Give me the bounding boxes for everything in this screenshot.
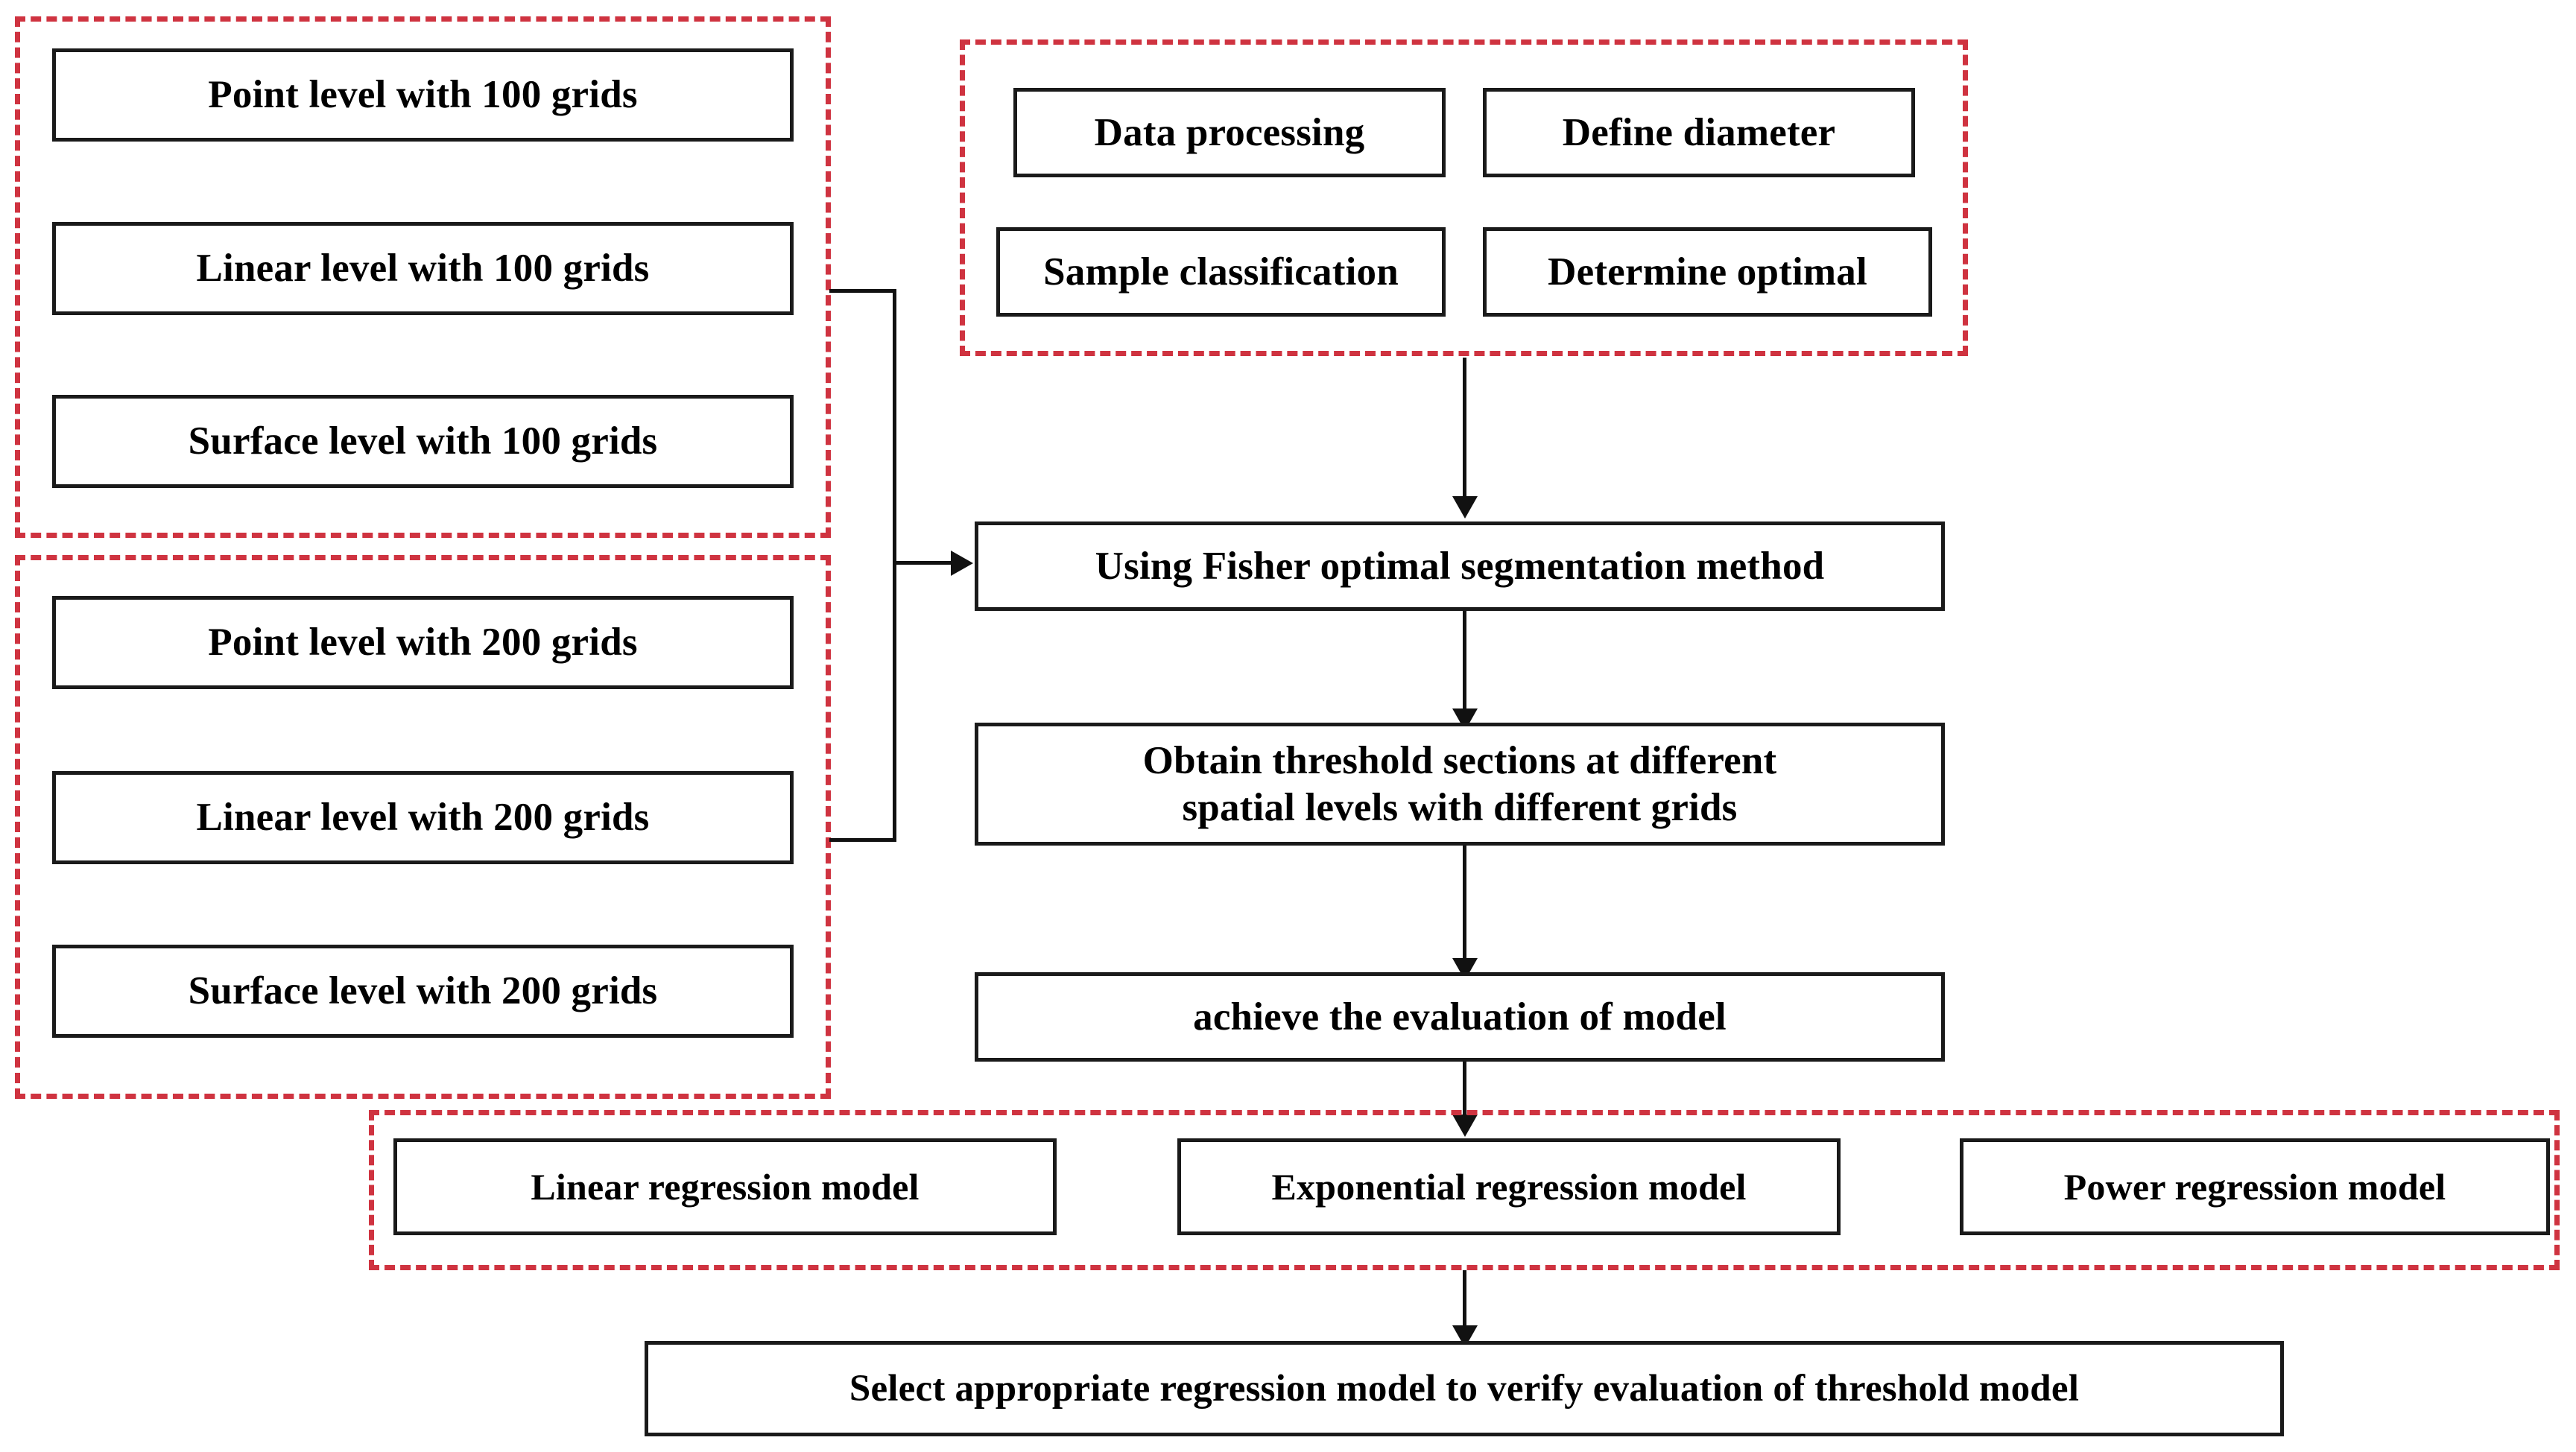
node-label: achieve the evaluation of model	[1193, 995, 1727, 1039]
node-point-level-100[interactable]: Point level with 100 grids	[52, 48, 794, 142]
node-label: Obtain threshold sections at different s…	[1142, 738, 1777, 829]
group-preprocessing	[960, 39, 1968, 356]
connector-left-top-stub	[829, 289, 896, 293]
node-label: Power regression model	[2063, 1165, 2446, 1208]
arrowhead-evaluation-to-models	[1452, 1115, 1478, 1137]
node-label: Exponential regression model	[1271, 1165, 1747, 1208]
group-regression-models	[369, 1110, 2560, 1270]
node-sample-classification[interactable]: Sample classification	[996, 227, 1446, 317]
connector-models-to-conclusion	[1463, 1270, 1466, 1328]
node-surface-level-100[interactable]: Surface level with 100 grids	[52, 395, 794, 488]
arrowhead-preprocessing-to-fisher	[1452, 496, 1478, 519]
node-data-processing[interactable]: Data processing	[1013, 88, 1446, 177]
node-define-diameter[interactable]: Define diameter	[1483, 88, 1915, 177]
node-label: Define diameter	[1562, 110, 1836, 154]
node-label: Determine optimal	[1548, 250, 1867, 294]
arrowhead-left-to-fisher	[951, 551, 973, 576]
node-fisher-segmentation[interactable]: Using Fisher optimal segmentation method	[975, 521, 1945, 611]
node-linear-regression[interactable]: Linear regression model	[393, 1138, 1057, 1235]
node-label: Linear level with 100 grids	[196, 247, 650, 291]
connector-left-bottom-stub	[829, 838, 896, 842]
connector-evaluation-to-models	[1463, 1062, 1466, 1117]
node-surface-level-200[interactable]: Surface level with 200 grids	[52, 945, 794, 1038]
node-label: Surface level with 200 grids	[188, 969, 658, 1013]
node-label: Point level with 200 grids	[208, 621, 638, 665]
node-label: Surface level with 100 grids	[188, 419, 658, 463]
node-determine-optimal[interactable]: Determine optimal	[1483, 227, 1932, 317]
node-model-evaluation[interactable]: achieve the evaluation of model	[975, 972, 1945, 1062]
node-power-regression[interactable]: Power regression model	[1960, 1138, 2550, 1235]
connector-fisher-to-threshold	[1463, 611, 1466, 711]
node-label: Linear level with 200 grids	[196, 796, 650, 840]
connector-preprocessing-to-fisher	[1463, 358, 1466, 499]
node-linear-level-100[interactable]: Linear level with 100 grids	[52, 222, 794, 315]
node-label: Data processing	[1094, 110, 1365, 154]
connector-left-to-fisher	[893, 561, 952, 565]
node-label: Linear regression model	[531, 1165, 920, 1208]
node-threshold-sections[interactable]: Obtain threshold sections at different s…	[975, 723, 1945, 846]
connector-threshold-to-evaluation	[1463, 846, 1466, 961]
node-exponential-regression[interactable]: Exponential regression model	[1177, 1138, 1841, 1235]
node-linear-level-200[interactable]: Linear level with 200 grids	[52, 771, 794, 864]
group-100-grids	[15, 16, 831, 538]
node-label: Using Fisher optimal segmentation method	[1095, 544, 1825, 588]
group-200-grids	[15, 555, 831, 1099]
node-label: Select appropriate regression model to v…	[849, 1367, 2080, 1410]
node-select-model[interactable]: Select appropriate regression model to v…	[645, 1341, 2284, 1436]
node-label: Point level with 100 grids	[208, 73, 638, 117]
node-label: Sample classification	[1043, 250, 1399, 294]
node-point-level-200[interactable]: Point level with 200 grids	[52, 596, 794, 689]
connector-left-bracket	[893, 289, 896, 842]
